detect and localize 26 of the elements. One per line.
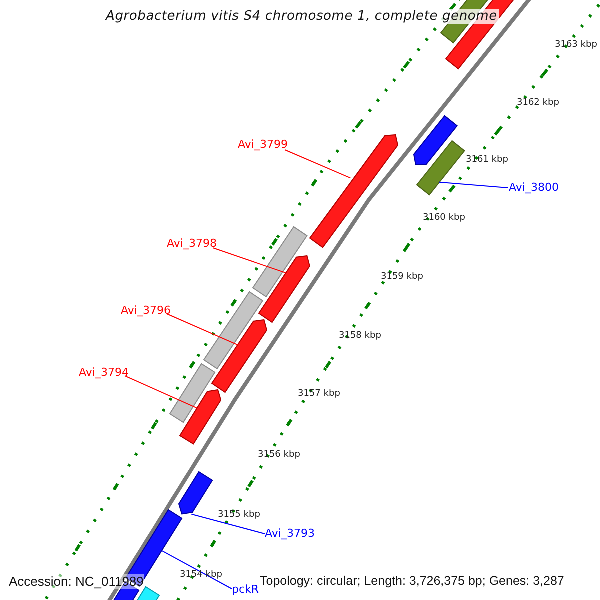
gene-label: pckR bbox=[232, 583, 260, 596]
scale-label: 3157 kbp bbox=[298, 389, 340, 399]
scale-label: 3159 kbp bbox=[381, 272, 424, 282]
scale-label: 3160 kbp bbox=[423, 213, 466, 223]
gene-label: Avi_3793 bbox=[265, 527, 315, 540]
scale-label: 3163 kbp bbox=[555, 40, 598, 50]
scale-label: 3162 kbp bbox=[517, 98, 560, 108]
topology-text: Topology: circular; Length: 3,726,375 bp; Genes: 3,287 bbox=[260, 574, 564, 588]
leader-line bbox=[212, 248, 287, 274]
leader-line bbox=[161, 550, 232, 590]
leader-line bbox=[438, 182, 508, 188]
scale-label: 3158 kbp bbox=[339, 331, 382, 341]
gene-label: Avi_3798 bbox=[167, 237, 217, 250]
scale-label: 3155 kbp bbox=[218, 510, 260, 520]
scale-label: 3156 kbp bbox=[258, 450, 300, 460]
accession-text: Accession: NC_011989 bbox=[9, 574, 144, 589]
leader-line bbox=[284, 150, 352, 179]
gene-label: Avi_3800 bbox=[509, 181, 559, 194]
gene-label: Avi_3796 bbox=[121, 304, 171, 317]
diagram-title: Agrobacterium vitis S4 chromosome 1, complete genome bbox=[104, 9, 500, 24]
gene-label: Avi_3799 bbox=[238, 138, 288, 151]
scale-label: 3161 kbp bbox=[466, 155, 508, 165]
scale-label: 3154 kbp bbox=[180, 570, 222, 580]
leader-line bbox=[166, 314, 239, 346]
gene-label: Avi_3794 bbox=[79, 366, 129, 379]
leader-line bbox=[124, 376, 198, 409]
